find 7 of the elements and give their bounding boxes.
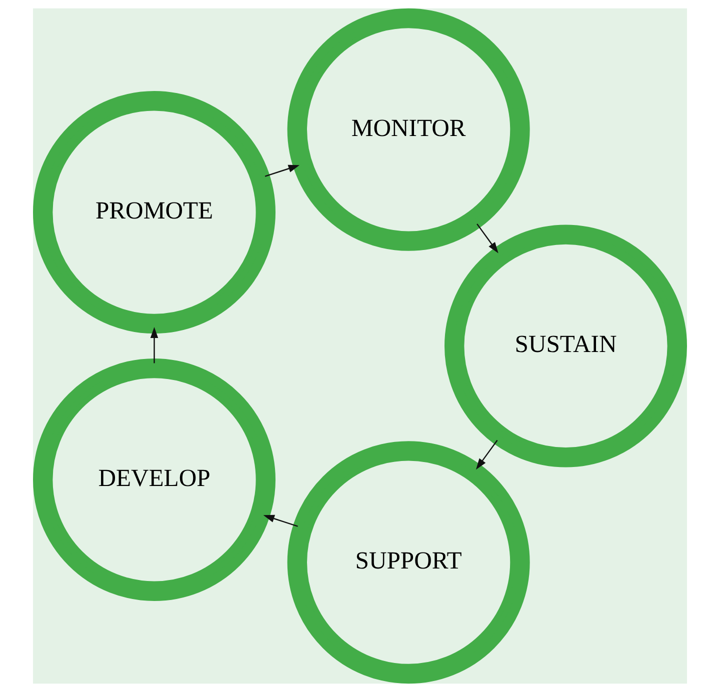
arrow xyxy=(475,440,498,470)
arrow xyxy=(262,514,298,527)
node-circle: PROMOTE xyxy=(32,91,275,334)
node-circle: SUPPORT xyxy=(286,441,530,684)
arrow xyxy=(150,326,158,364)
arrow xyxy=(476,224,498,254)
arrow xyxy=(264,164,300,177)
